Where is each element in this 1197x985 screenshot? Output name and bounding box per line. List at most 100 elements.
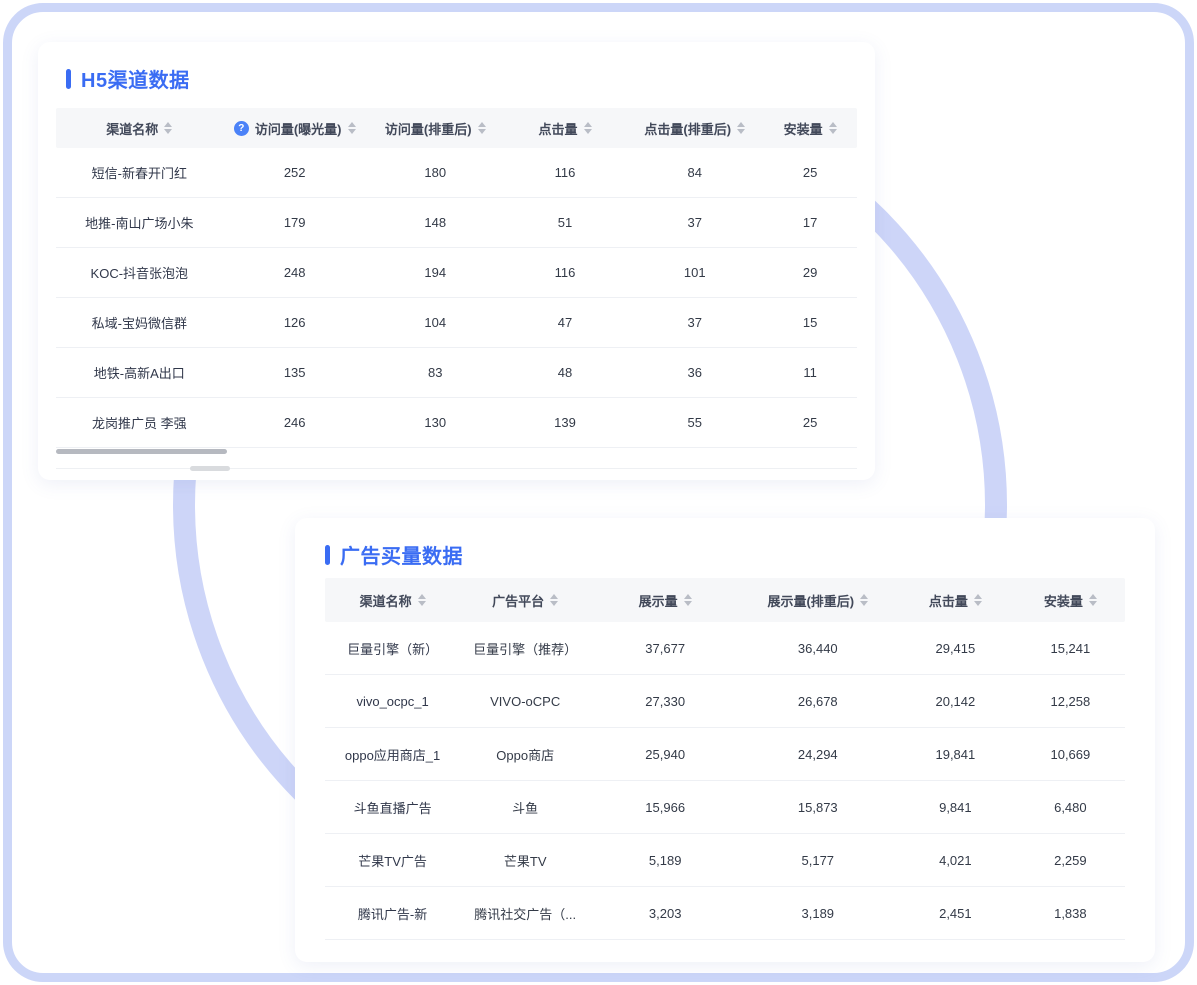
- value-cell: 51: [557, 215, 573, 230]
- channel-name-cell: 巨量引擎（新）: [347, 641, 439, 657]
- value-cell: 246: [283, 415, 306, 430]
- value-cell: VIVO-oCPC: [490, 693, 561, 709]
- channel-name-cell: 地铁-高新A出口: [93, 366, 185, 381]
- value-cell: 12,258: [1050, 693, 1091, 709]
- value-cell: 36,440: [797, 640, 838, 656]
- sort-icon[interactable]: [550, 594, 559, 606]
- value-cell: 3,203: [648, 905, 682, 921]
- value-cell: 15: [802, 315, 818, 330]
- ad-buy-table: 渠道名称 广告平台 展示量展示量(排重后)点击量 安装量 巨量引擎（新） 巨量引擎（推荐…: [325, 578, 1125, 940]
- card-title: H5渠道数据: [81, 70, 190, 92]
- value-cell: 芒果TV: [503, 853, 547, 869]
- value-cell: 37: [687, 215, 702, 230]
- column-header-label: 安装量: [783, 121, 823, 137]
- column-header[interactable]: 广告平台: [460, 591, 590, 610]
- column-header-label: 安装量: [1043, 593, 1083, 609]
- value-cell: 116: [554, 265, 576, 280]
- value-cell: 斗鱼: [512, 800, 539, 816]
- value-cell: 17: [802, 215, 818, 230]
- h5-channel-card: H5渠道数据 渠道名称? 访问量(曝光量) 访问量(排重后)点击量 点击量(排重后) 安…: [38, 42, 875, 480]
- value-cell: 腾讯社交广告（...: [474, 906, 577, 922]
- outer-scrollbar-thumb[interactable]: [190, 466, 230, 471]
- sort-icon[interactable]: [828, 122, 837, 134]
- help-icon[interactable]: ?: [233, 120, 249, 136]
- sort-icon[interactable]: [860, 594, 869, 606]
- sort-icon[interactable]: [973, 594, 982, 606]
- column-header[interactable]: 点击量(排重后): [626, 119, 763, 138]
- channel-name-cell: 斗鱼直播广告: [353, 800, 432, 816]
- value-cell: 47: [557, 315, 573, 330]
- sort-icon[interactable]: [164, 122, 173, 134]
- value-cell: 2,451: [939, 905, 972, 921]
- column-header[interactable]: 渠道名称: [325, 591, 460, 610]
- value-cell: 37,677: [645, 640, 686, 656]
- card-title-row: H5渠道数据: [66, 64, 875, 93]
- channel-name-cell: 短信-新春开门红: [91, 166, 187, 181]
- value-cell: Oppo商店: [496, 747, 555, 763]
- column-header[interactable]: 展示量(排重后): [740, 591, 895, 610]
- value-cell: 20,142: [935, 693, 976, 709]
- column-header-label: 渠道名称: [106, 121, 159, 137]
- value-cell: 15,966: [645, 799, 686, 815]
- value-cell: 11: [803, 365, 817, 380]
- value-cell: 84: [687, 165, 702, 180]
- channel-name-cell: vivo_ocpc_1: [356, 693, 429, 709]
- column-header[interactable]: 点击量: [895, 591, 1015, 610]
- column-header[interactable]: 展示量: [590, 591, 740, 610]
- value-cell: 29,415: [935, 640, 976, 656]
- column-header[interactable]: 点击量: [504, 119, 627, 138]
- sort-icon[interactable]: [737, 122, 746, 134]
- value-cell: 15,873: [797, 799, 838, 815]
- value-cell: 36: [687, 365, 702, 380]
- value-cell: 83: [428, 365, 443, 380]
- value-cell: 1,838: [1054, 905, 1087, 921]
- value-cell: 24,294: [797, 746, 838, 762]
- column-header[interactable]: 访问量(排重后): [367, 119, 504, 138]
- ad-buy-card: 广告买量数据 渠道名称广告平台展示量展示量(排重后)点击量安装量 巨量引擎（新）…: [295, 518, 1155, 962]
- sort-icon[interactable]: [477, 122, 486, 134]
- column-header-label: 点击量(排重后): [644, 121, 732, 137]
- sort-icon[interactable]: [417, 594, 426, 606]
- column-header[interactable]: 渠道名称: [56, 119, 223, 138]
- value-cell: 4,021: [939, 852, 972, 868]
- title-accent-bar: [325, 544, 330, 565]
- value-cell: 104: [424, 315, 447, 330]
- column-header-label: 广告平台: [492, 593, 545, 609]
- value-cell: 5,189: [648, 852, 682, 868]
- column-header-label: 访问量(曝光量): [254, 121, 342, 137]
- column-header[interactable]: ? 访问量(曝光量): [223, 119, 367, 138]
- value-cell: 25: [802, 165, 818, 180]
- column-header[interactable]: 安装量: [1015, 591, 1125, 610]
- table-row: 地铁-高新A出口 135 83 48 36 11: [56, 348, 857, 398]
- value-cell: 6,480: [1054, 799, 1087, 815]
- value-cell: 194: [424, 265, 447, 280]
- column-header[interactable]: 安装量: [763, 119, 857, 138]
- value-cell: 25: [802, 415, 818, 430]
- value-cell: 2,259: [1054, 852, 1087, 868]
- value-cell: 37: [687, 315, 702, 330]
- value-cell: 135: [283, 365, 306, 380]
- value-cell: 10,669: [1050, 746, 1091, 762]
- value-cell: 巨量引擎（推荐）: [473, 641, 578, 657]
- channel-name-cell: 地推-南山广场小朱: [85, 216, 194, 231]
- value-cell: 25,940: [645, 746, 686, 762]
- row-divider: [56, 468, 857, 469]
- sort-icon[interactable]: [583, 122, 592, 134]
- value-cell: 48: [557, 365, 573, 380]
- sort-icon[interactable]: [1088, 594, 1097, 606]
- value-cell: 29: [802, 265, 818, 280]
- sort-icon[interactable]: [347, 122, 356, 134]
- horizontal-scrollbar-thumb[interactable]: [56, 449, 227, 454]
- value-cell: 116: [554, 165, 576, 180]
- sort-icon[interactable]: [683, 594, 692, 606]
- value-cell: 252: [283, 165, 306, 180]
